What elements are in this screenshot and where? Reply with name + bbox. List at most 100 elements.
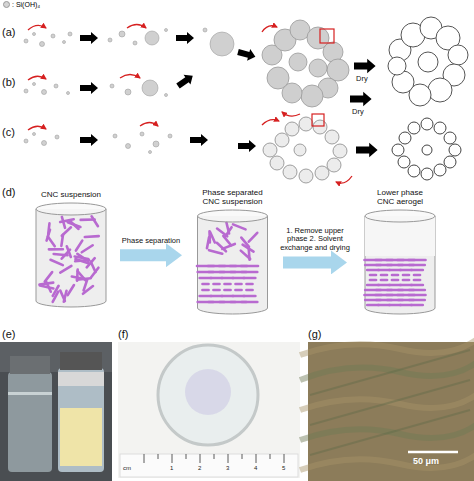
cnc-rod bbox=[244, 295, 256, 298]
zoom-box bbox=[312, 114, 324, 126]
cnc-rod bbox=[61, 235, 63, 246]
cnc-rod bbox=[48, 223, 49, 234]
cnc-rod bbox=[246, 283, 252, 286]
legend-swatch bbox=[3, 1, 10, 8]
cylinder-top bbox=[365, 210, 435, 222]
cnc-rod bbox=[409, 294, 426, 297]
cnc-rod bbox=[224, 289, 230, 292]
cylinder-top bbox=[36, 203, 106, 215]
cnc-rod bbox=[67, 246, 71, 257]
ruler-number: 3 bbox=[226, 465, 229, 472]
panel-label: (e) bbox=[2, 328, 15, 341]
cnc-rod bbox=[381, 274, 387, 277]
cylinder-stage: CNC suspension bbox=[25, 190, 117, 309]
stage-heading: Lower phase CNC aerogel bbox=[370, 188, 430, 206]
cnc-rod bbox=[60, 291, 65, 302]
cnc-rod bbox=[210, 232, 215, 243]
cylinder-body bbox=[198, 216, 268, 314]
cnc-rod bbox=[242, 301, 258, 304]
cnc-rod bbox=[235, 283, 241, 286]
zoom-box bbox=[320, 29, 334, 43]
panel-label: (a) bbox=[2, 26, 15, 39]
cnc-rod bbox=[60, 266, 71, 273]
cnc-rod bbox=[235, 289, 241, 292]
vial-photo bbox=[0, 342, 112, 481]
cnc-rod bbox=[241, 251, 250, 259]
cnc-rod bbox=[40, 286, 53, 289]
cnc-rod bbox=[243, 245, 254, 252]
panel-label: (b) bbox=[2, 76, 15, 89]
arrow-label: 1. Remove upper phase 2. Solvent exchang… bbox=[276, 227, 354, 253]
cnc-rod bbox=[392, 279, 398, 282]
stage-heading: CNC suspension bbox=[27, 190, 115, 199]
cylinder-drawing bbox=[185, 208, 280, 316]
ruler-number: 5 bbox=[282, 465, 285, 472]
process-arrows bbox=[80, 32, 378, 157]
step-label: Dry bbox=[352, 108, 364, 117]
scale-bar-label: 50 μm bbox=[413, 456, 439, 466]
cylinder-stage: Phase separated CNC suspension bbox=[185, 188, 280, 316]
cnc-rod bbox=[403, 279, 409, 282]
process-arrow bbox=[120, 249, 166, 261]
cnc-rod bbox=[213, 289, 219, 292]
cnc-rod bbox=[370, 274, 376, 277]
cnc-rods bbox=[39, 216, 98, 302]
panel-label: (d) bbox=[2, 186, 15, 199]
row-b-particles bbox=[24, 80, 168, 97]
cnc-rod bbox=[85, 235, 99, 238]
ruler-number: 4 bbox=[254, 465, 257, 472]
cnc-rod bbox=[213, 283, 219, 286]
micrograph bbox=[300, 337, 474, 481]
cylinder-top bbox=[198, 210, 268, 222]
cylinder-body bbox=[365, 216, 435, 314]
aerogel-photo bbox=[118, 342, 300, 478]
dried-aggregate bbox=[388, 17, 468, 106]
growth-arrows bbox=[28, 25, 352, 184]
cnc-rod bbox=[202, 289, 208, 292]
cnc-rod bbox=[409, 299, 425, 302]
cylinder-drawing bbox=[350, 208, 450, 316]
panel-label: (g) bbox=[308, 328, 321, 341]
cnc-rod bbox=[45, 272, 52, 282]
cnc-rod bbox=[209, 251, 222, 255]
dried-network bbox=[392, 118, 461, 180]
cnc-rod bbox=[411, 284, 423, 287]
cnc-rod bbox=[76, 241, 82, 251]
ruler-number: 1 bbox=[170, 465, 173, 472]
cnc-rod bbox=[409, 264, 425, 267]
panel-label: (f) bbox=[118, 328, 128, 341]
cnc-rod bbox=[392, 274, 398, 277]
cnc-rod bbox=[411, 304, 423, 307]
legend-entry: : Si(OH)₄ bbox=[3, 1, 40, 8]
cylinder-body bbox=[36, 209, 106, 307]
cnc-rod bbox=[39, 283, 53, 285]
cnc-rod bbox=[202, 283, 208, 286]
cnc-rod bbox=[48, 237, 55, 247]
cnc-rod bbox=[241, 265, 258, 268]
cnc-rod bbox=[411, 269, 423, 272]
arrow-label: Phase separation bbox=[116, 237, 186, 246]
cnc-rod bbox=[246, 289, 252, 292]
row-c-particles bbox=[24, 132, 172, 154]
cnc-rod bbox=[84, 280, 88, 291]
cnc-rod bbox=[78, 271, 86, 280]
hollow-network bbox=[263, 117, 347, 183]
cnc-rod bbox=[249, 233, 257, 242]
cnc-rod bbox=[381, 279, 387, 282]
cnc-rod bbox=[403, 274, 409, 277]
cnc-rod bbox=[217, 229, 227, 237]
cnc-rod bbox=[244, 277, 256, 280]
cylinder-drawing bbox=[25, 201, 117, 309]
cnc-rod bbox=[82, 245, 93, 252]
ruler-number: 2 bbox=[198, 465, 201, 472]
cnc-rod bbox=[54, 254, 68, 255]
cnc-rod bbox=[233, 225, 246, 230]
cnc-rod bbox=[226, 223, 229, 234]
cnc-rod bbox=[60, 219, 74, 222]
cnc-rod bbox=[68, 285, 74, 295]
legend-text: : Si(OH)₄ bbox=[12, 1, 40, 8]
cnc-rod bbox=[222, 244, 235, 249]
cylinder-stage: Lower phase CNC aerogel bbox=[350, 188, 450, 316]
cnc-rod bbox=[91, 262, 96, 273]
cnc-rod bbox=[75, 257, 89, 259]
